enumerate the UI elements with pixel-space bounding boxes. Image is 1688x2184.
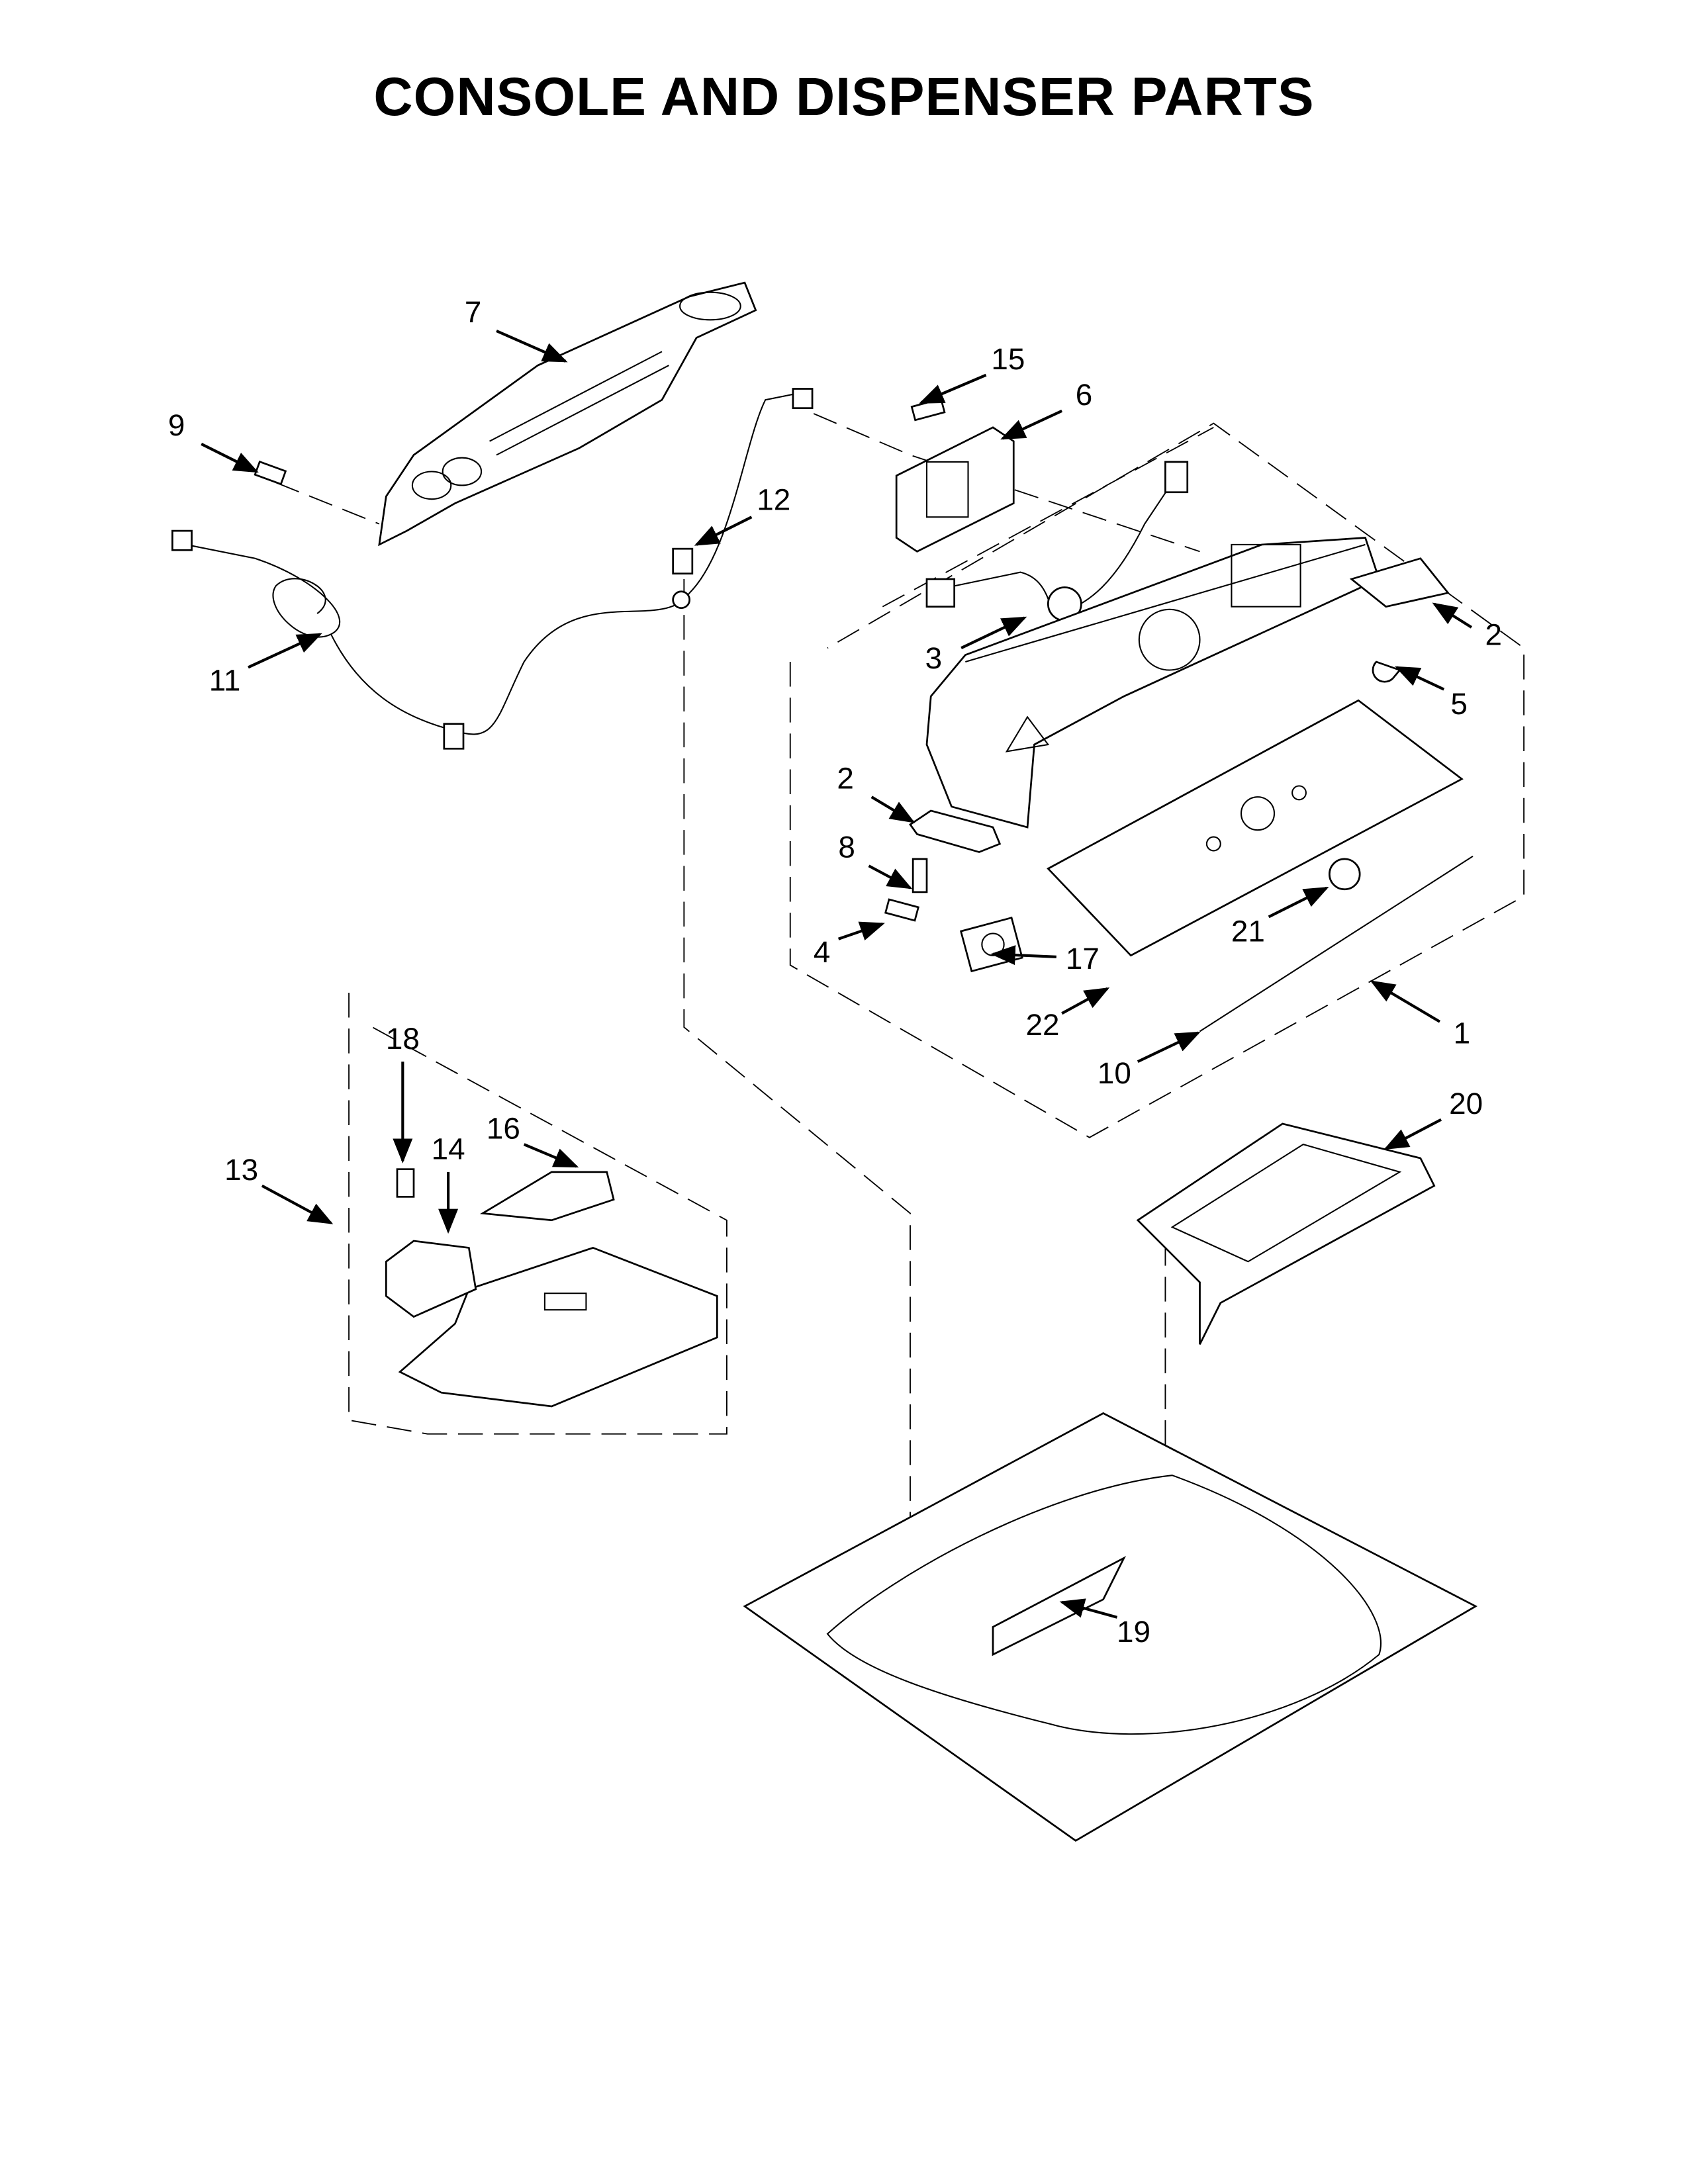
callout-1: 1 bbox=[1454, 1017, 1471, 1050]
callout-19: 19 bbox=[1117, 1615, 1150, 1649]
screw-15 bbox=[910, 398, 946, 422]
callout-4: 4 bbox=[814, 935, 831, 969]
leader-line bbox=[813, 413, 1200, 553]
callout-13: 13 bbox=[224, 1153, 258, 1187]
clip-5 bbox=[1372, 660, 1401, 683]
screw-9 bbox=[254, 460, 287, 486]
console-assembly-boundary bbox=[789, 422, 1525, 1138]
callout-2-right: 2 bbox=[1485, 618, 1503, 652]
callout-5: 5 bbox=[1450, 687, 1468, 721]
callout-7: 7 bbox=[465, 295, 481, 329]
ground-screw bbox=[672, 547, 694, 610]
valve-assembly-boundary bbox=[348, 993, 727, 1435]
callout-22: 22 bbox=[1026, 1008, 1060, 1042]
dispenser-drawer bbox=[1136, 1122, 1436, 1345]
callout-8: 8 bbox=[838, 830, 855, 864]
callout-21: 21 bbox=[1231, 915, 1265, 948]
knob-21 bbox=[1328, 858, 1361, 891]
harness-3 bbox=[925, 461, 1189, 621]
callout-11: 11 bbox=[209, 663, 241, 697]
callout-17: 17 bbox=[1066, 942, 1100, 976]
console-back-panel bbox=[378, 281, 757, 547]
wire-harness bbox=[171, 388, 814, 750]
trim-strip-10 bbox=[1199, 855, 1474, 1032]
bracket-2-left bbox=[909, 809, 1002, 853]
sensor-17 bbox=[959, 916, 1023, 973]
callout-14: 14 bbox=[432, 1132, 465, 1166]
callout-3: 3 bbox=[925, 641, 943, 675]
callout-16: 16 bbox=[487, 1111, 520, 1145]
control-board bbox=[895, 426, 1015, 553]
console bbox=[925, 537, 1381, 829]
callout-15: 15 bbox=[991, 342, 1025, 376]
callout-10: 10 bbox=[1098, 1056, 1131, 1090]
screw-4 bbox=[884, 898, 919, 922]
leader-line bbox=[275, 482, 380, 525]
leader-line bbox=[683, 579, 911, 1572]
callout-20: 20 bbox=[1449, 1087, 1483, 1120]
screw-8 bbox=[912, 858, 928, 893]
callout-18: 18 bbox=[386, 1022, 420, 1056]
bracket-2-right bbox=[1349, 557, 1450, 608]
control-panel-overlay bbox=[1047, 699, 1464, 957]
page-title: CONSOLE AND DISPENSER PARTS bbox=[373, 67, 1315, 127]
callout-12: 12 bbox=[757, 482, 790, 516]
valve-assembly bbox=[385, 1168, 718, 1408]
callout-6: 6 bbox=[1076, 378, 1093, 412]
callout-9: 9 bbox=[168, 408, 185, 442]
callout-2-left: 2 bbox=[837, 761, 854, 795]
callout-arrows bbox=[201, 330, 1473, 1619]
washer-top bbox=[743, 1412, 1477, 1842]
